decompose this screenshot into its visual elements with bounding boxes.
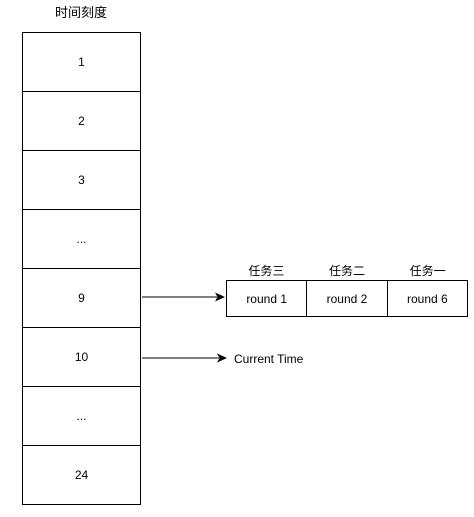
current-time-label: Current Time <box>234 352 304 366</box>
time-scale-title: 时间刻度 <box>54 5 107 20</box>
task-header-3: 任务三 <box>248 264 285 278</box>
task-cell-1: round 6 <box>406 291 448 306</box>
task-cell-3: round 1 <box>227 281 308 316</box>
time-slot-3: 3 <box>23 151 140 210</box>
task-headers: 任务三 任务二 任务一 <box>226 262 468 280</box>
time-slot-24: 24 <box>74 468 89 482</box>
slot10-to-current-time-arrow <box>142 353 227 363</box>
time-slot-10: 10 <box>23 328 140 387</box>
time-slot-ellipsis-upper: ... <box>23 210 140 269</box>
task-header-1: 任务一 <box>409 264 446 278</box>
task-header-2: 任务二 <box>329 264 366 278</box>
task-cell-2: round 2 <box>307 281 388 316</box>
time-slot-ellipsis-lower: ... <box>23 387 140 446</box>
time-slot-2: 2 <box>23 92 140 151</box>
time-slot-1: 1 <box>23 33 140 92</box>
slot9-to-tasks-arrow <box>142 292 225 302</box>
task-list: round 1 round 2 round 6 <box>226 280 468 317</box>
time-slot-9: 9 <box>23 269 140 328</box>
time-wheel-column: 1 2 3 ... 9 10 ... 24 <box>22 32 141 505</box>
